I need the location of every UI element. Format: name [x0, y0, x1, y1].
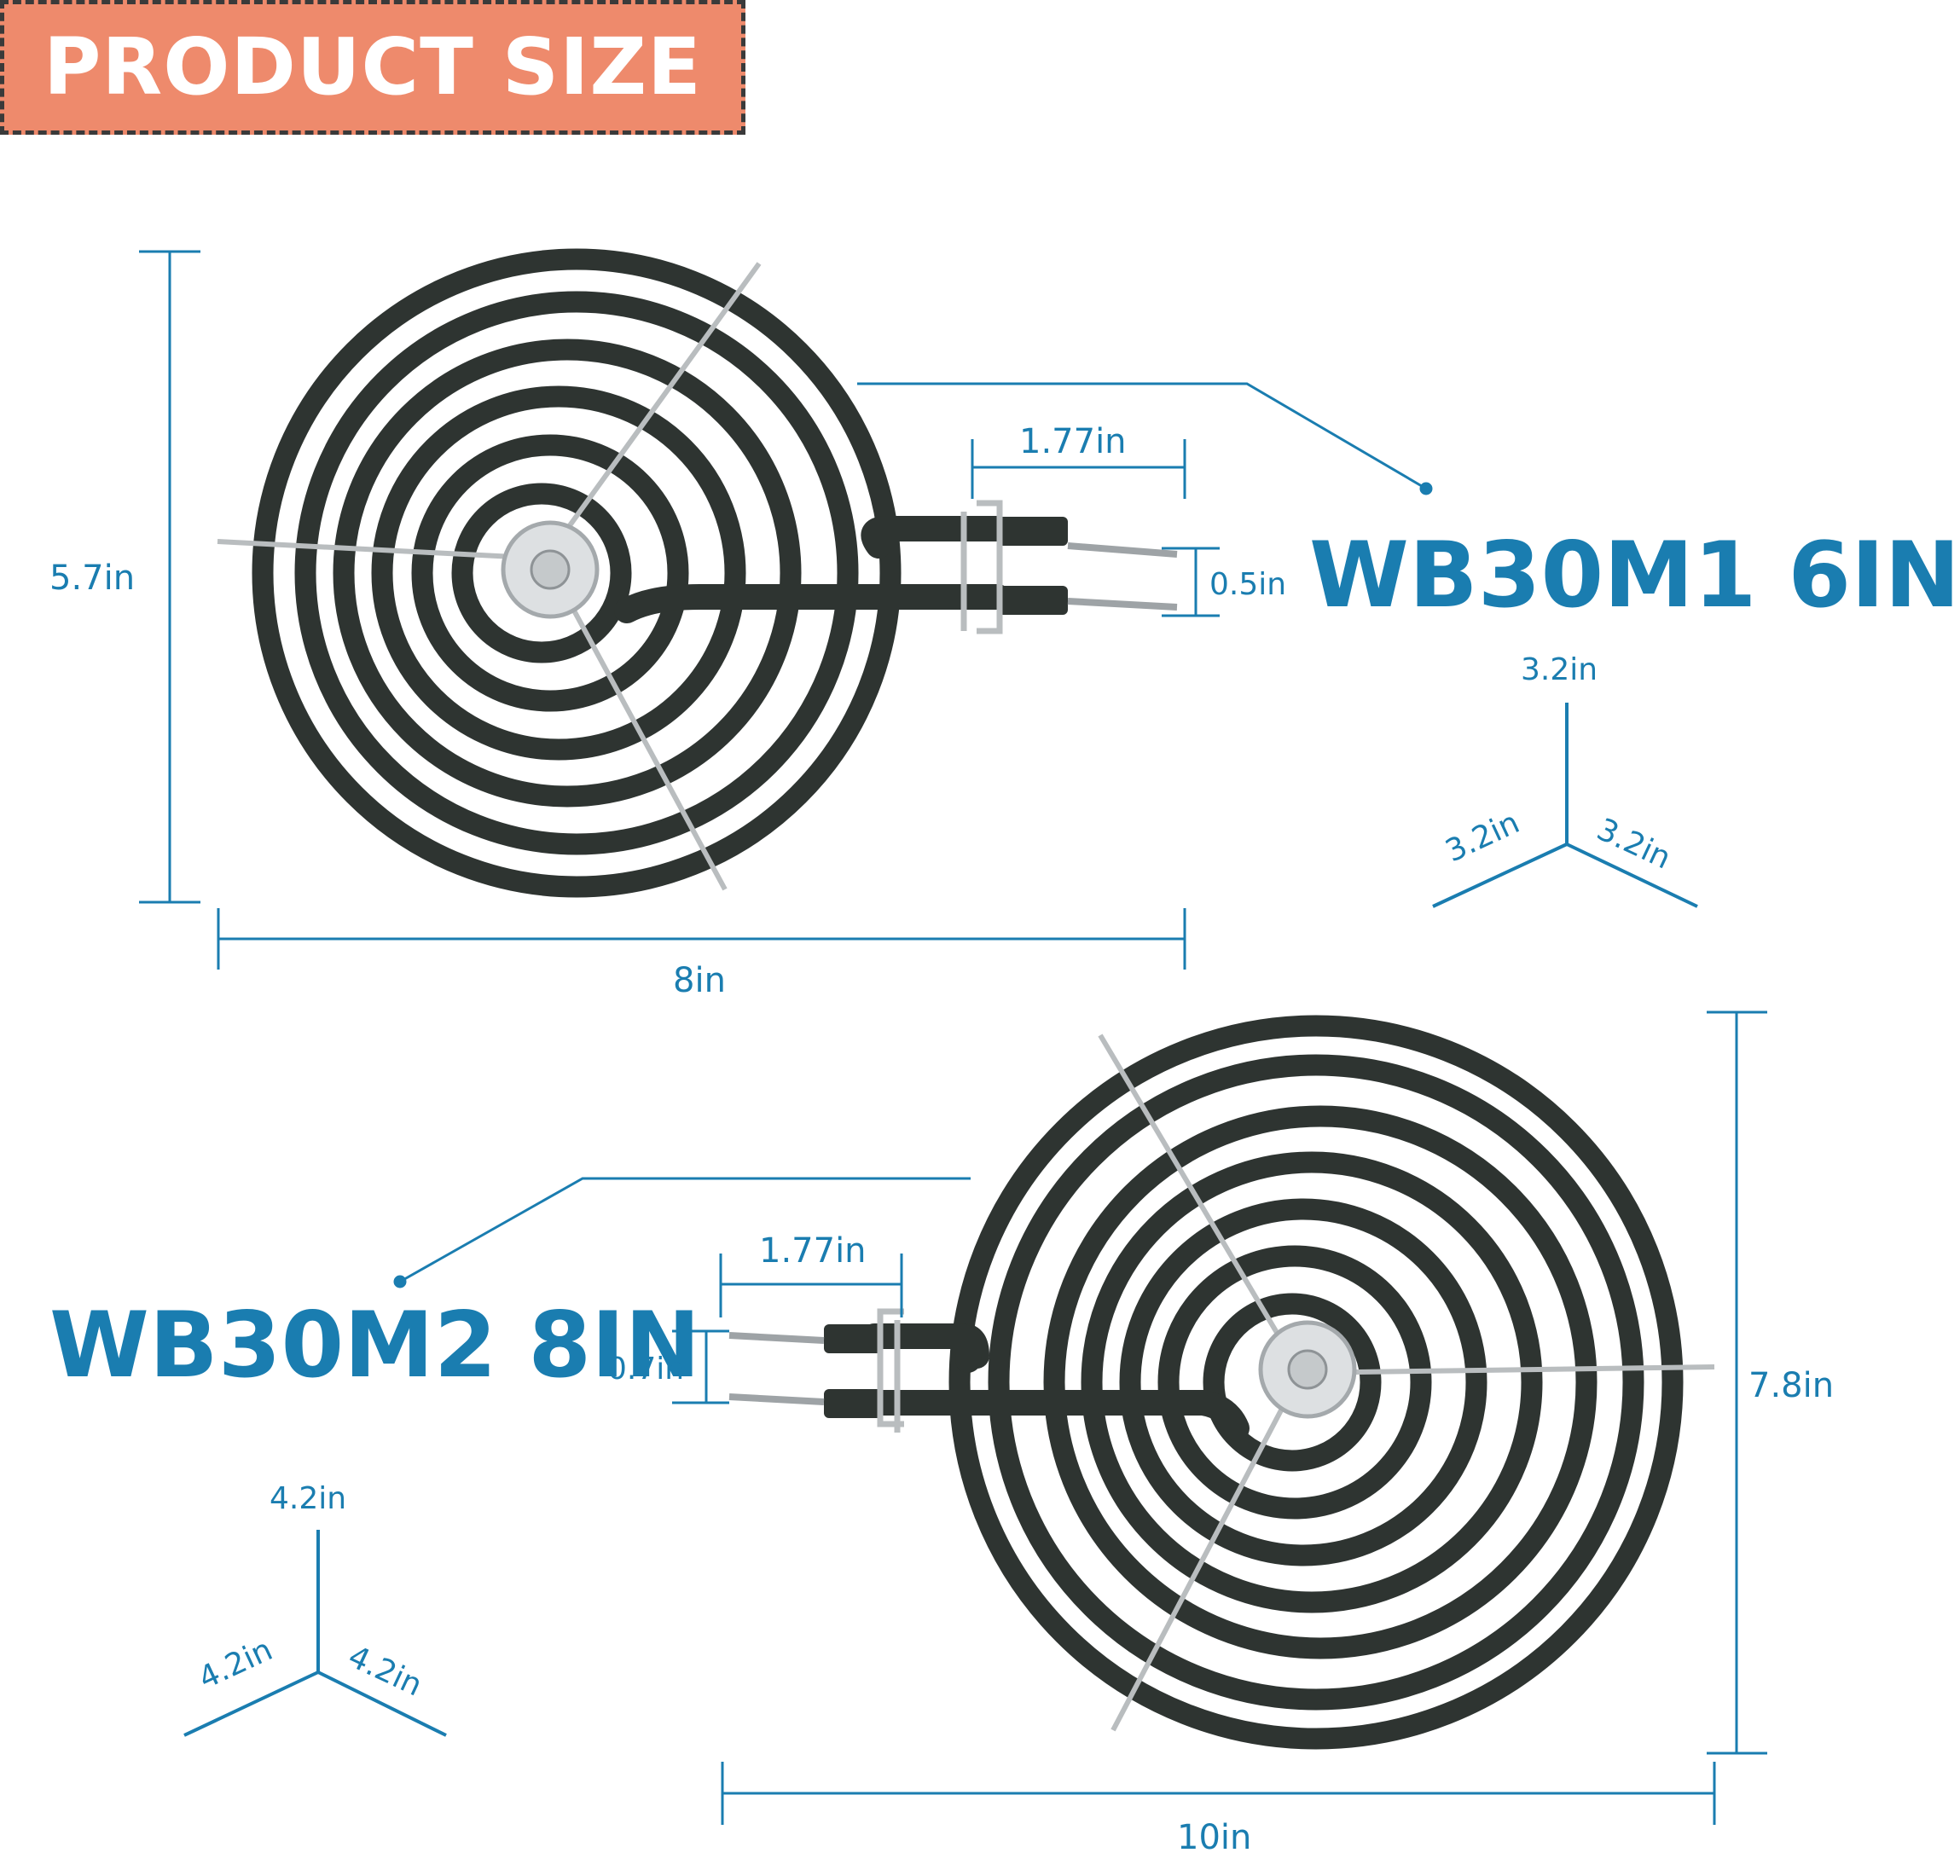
burner-large-support-spokes — [1098, 1034, 1715, 1732]
large-width-dimension-line — [721, 1762, 1716, 1825]
small-model-label: WB30M1 6IN — [1309, 523, 1960, 628]
burner-large-coil — [948, 1015, 1684, 1750]
small-terminal-length-dimension-line — [971, 439, 1186, 499]
burner-small-bracket — [960, 500, 1003, 634]
large-height-label: 7.8in — [1748, 1366, 1835, 1405]
large-axis-up-label: 4.2in — [270, 1481, 347, 1516]
small-axis-up-label: 3.2in — [1521, 652, 1598, 687]
burner-small-terminal-leads — [614, 516, 1011, 623]
small-height-dimension-line — [139, 250, 200, 904]
small-model-leader-line — [857, 382, 1433, 495]
large-model-label: WB30M2 8IN — [49, 1293, 701, 1398]
large-terminal-gap-dimension-line — [672, 1329, 729, 1404]
burner-small-terminal-sleeves — [998, 517, 1068, 615]
large-width-label: 10in — [1177, 1818, 1252, 1857]
large-model-leader-line — [393, 1177, 971, 1288]
diagram-canvas — [139, 248, 1767, 1825]
small-terminal-gap-label: 0.5in — [1209, 567, 1287, 602]
large-height-dimension-line — [1707, 1010, 1767, 1755]
burner-small-center-plate — [501, 520, 600, 619]
small-terminal-length-label: 1.77in — [1019, 422, 1127, 461]
small-height-label: 5.7in — [49, 559, 136, 598]
burner-large-terminal-pins — [728, 1332, 825, 1405]
banner-title: PRODUCT SIZE — [43, 21, 702, 113]
small-width-dimension-line — [217, 908, 1186, 970]
small-axis-triad — [1432, 703, 1698, 908]
large-terminal-length-label: 1.77in — [759, 1231, 867, 1271]
large-terminal-length-dimension-line — [719, 1254, 903, 1317]
burner-small-terminal-pins — [1067, 542, 1178, 611]
burner-large-center-plate — [1258, 1320, 1357, 1419]
small-terminal-gap-dimension-line — [1162, 547, 1220, 617]
large-terminal-gap-label: 0.7in — [607, 1352, 685, 1387]
burner-large-bracket — [877, 1308, 904, 1433]
large-axis-triad — [183, 1530, 447, 1737]
product-size-banner: PRODUCT SIZE — [0, 0, 745, 135]
burner-small-support-spokes — [217, 262, 762, 891]
burner-small-coil — [252, 248, 902, 898]
burner-large-terminal-leads — [861, 1323, 1250, 1441]
small-width-label: 8in — [673, 961, 726, 1000]
burner-large-terminal-sleeves — [824, 1324, 882, 1418]
